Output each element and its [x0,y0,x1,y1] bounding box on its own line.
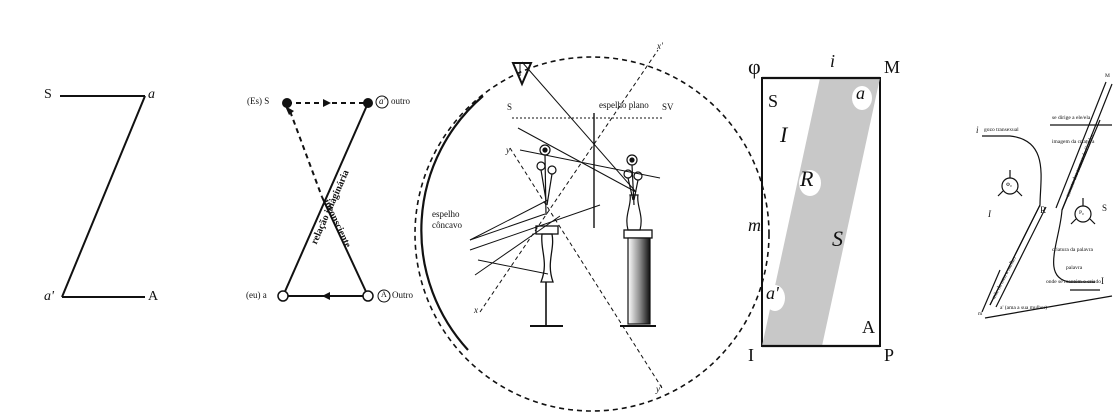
optical-concave-mirror-label-1: espelho [432,209,460,219]
schema-l-eu-a-label: (eu) a [246,290,267,300]
schema-r-m-label: m [748,215,761,235]
schema-r-s-field-label: S [832,226,843,251]
schema-i-s-label: S [1102,203,1108,213]
schema-i-imagem-criatura-label: imagem da criatura [1052,139,1095,145]
schema-l-a-prime-circle-label: a' [379,96,386,106]
schema-i-palavra-label: palavra [1066,265,1083,271]
optical-plane-mirror-label: espelho plano [599,100,649,110]
schema-i-p0-label: P₀ [1079,210,1084,216]
schema-r-a-corner-label: A [862,317,875,337]
schema-z-a-label: a [148,87,155,102]
optical-x-prime-label: x' [657,41,663,51]
schema-i-i-label: i [976,125,979,135]
schema-i-phi0-label: Φ₀ [1006,182,1012,188]
schema-r-i-field-label: I [780,122,788,147]
schema-i-m-small-label: m [978,311,983,317]
optical-concave-mirror-label-2: côncavo [432,220,462,230]
schema-i-onde-label: onde se mantém o criado [1046,279,1101,285]
schema-z-big-a-label: A [148,289,159,304]
schema-r-p-corner-label: P [884,345,895,365]
schema-l-big-outro-label: Outro [392,290,413,300]
schema-z-a-prime-label: a' [44,289,54,304]
schema-i-se-dirige-label: se dirige a ele/ela [1052,115,1091,121]
schema-r-i-corner-label: I [748,345,754,365]
optical-x-label: x [474,305,478,315]
schema-i-i-field-label: I [988,209,991,219]
schema-r-r-field-label: R [800,166,814,191]
schema-i-a-prime-label: a' (ama a sua mulher) [1000,305,1048,311]
schema-r-phi-label: φ [748,54,761,79]
schema-l-a-circle-label: A [381,290,387,299]
optical-y-label: y [506,145,510,155]
schema-r-s-label: S [768,91,779,111]
schema-i-i-right-label: I [1101,276,1104,286]
schema-i-criatura-palavra-label: criatura da palavra [1052,247,1093,253]
schema-r-m-corner-label: M [884,57,901,77]
schema-i-gozo-label: gozo transexual [984,127,1019,133]
schema-i-m-label: M [1105,73,1110,79]
schema-r-a-prime-label: a' [766,283,779,303]
schema-l-outro-label: outro [391,96,410,106]
schema-i-r-label: R [1040,205,1047,215]
optical-y-prime-label: y' [656,384,662,394]
schema-r-a-label: a [856,83,865,103]
optical-s-label: S [507,102,513,112]
schema-z-s-label: S [44,87,52,102]
optical-sv-label: SV [662,102,674,112]
schema-r-i-label: i [830,51,836,71]
schema-l-es-s-label: (Es) S [247,96,270,106]
